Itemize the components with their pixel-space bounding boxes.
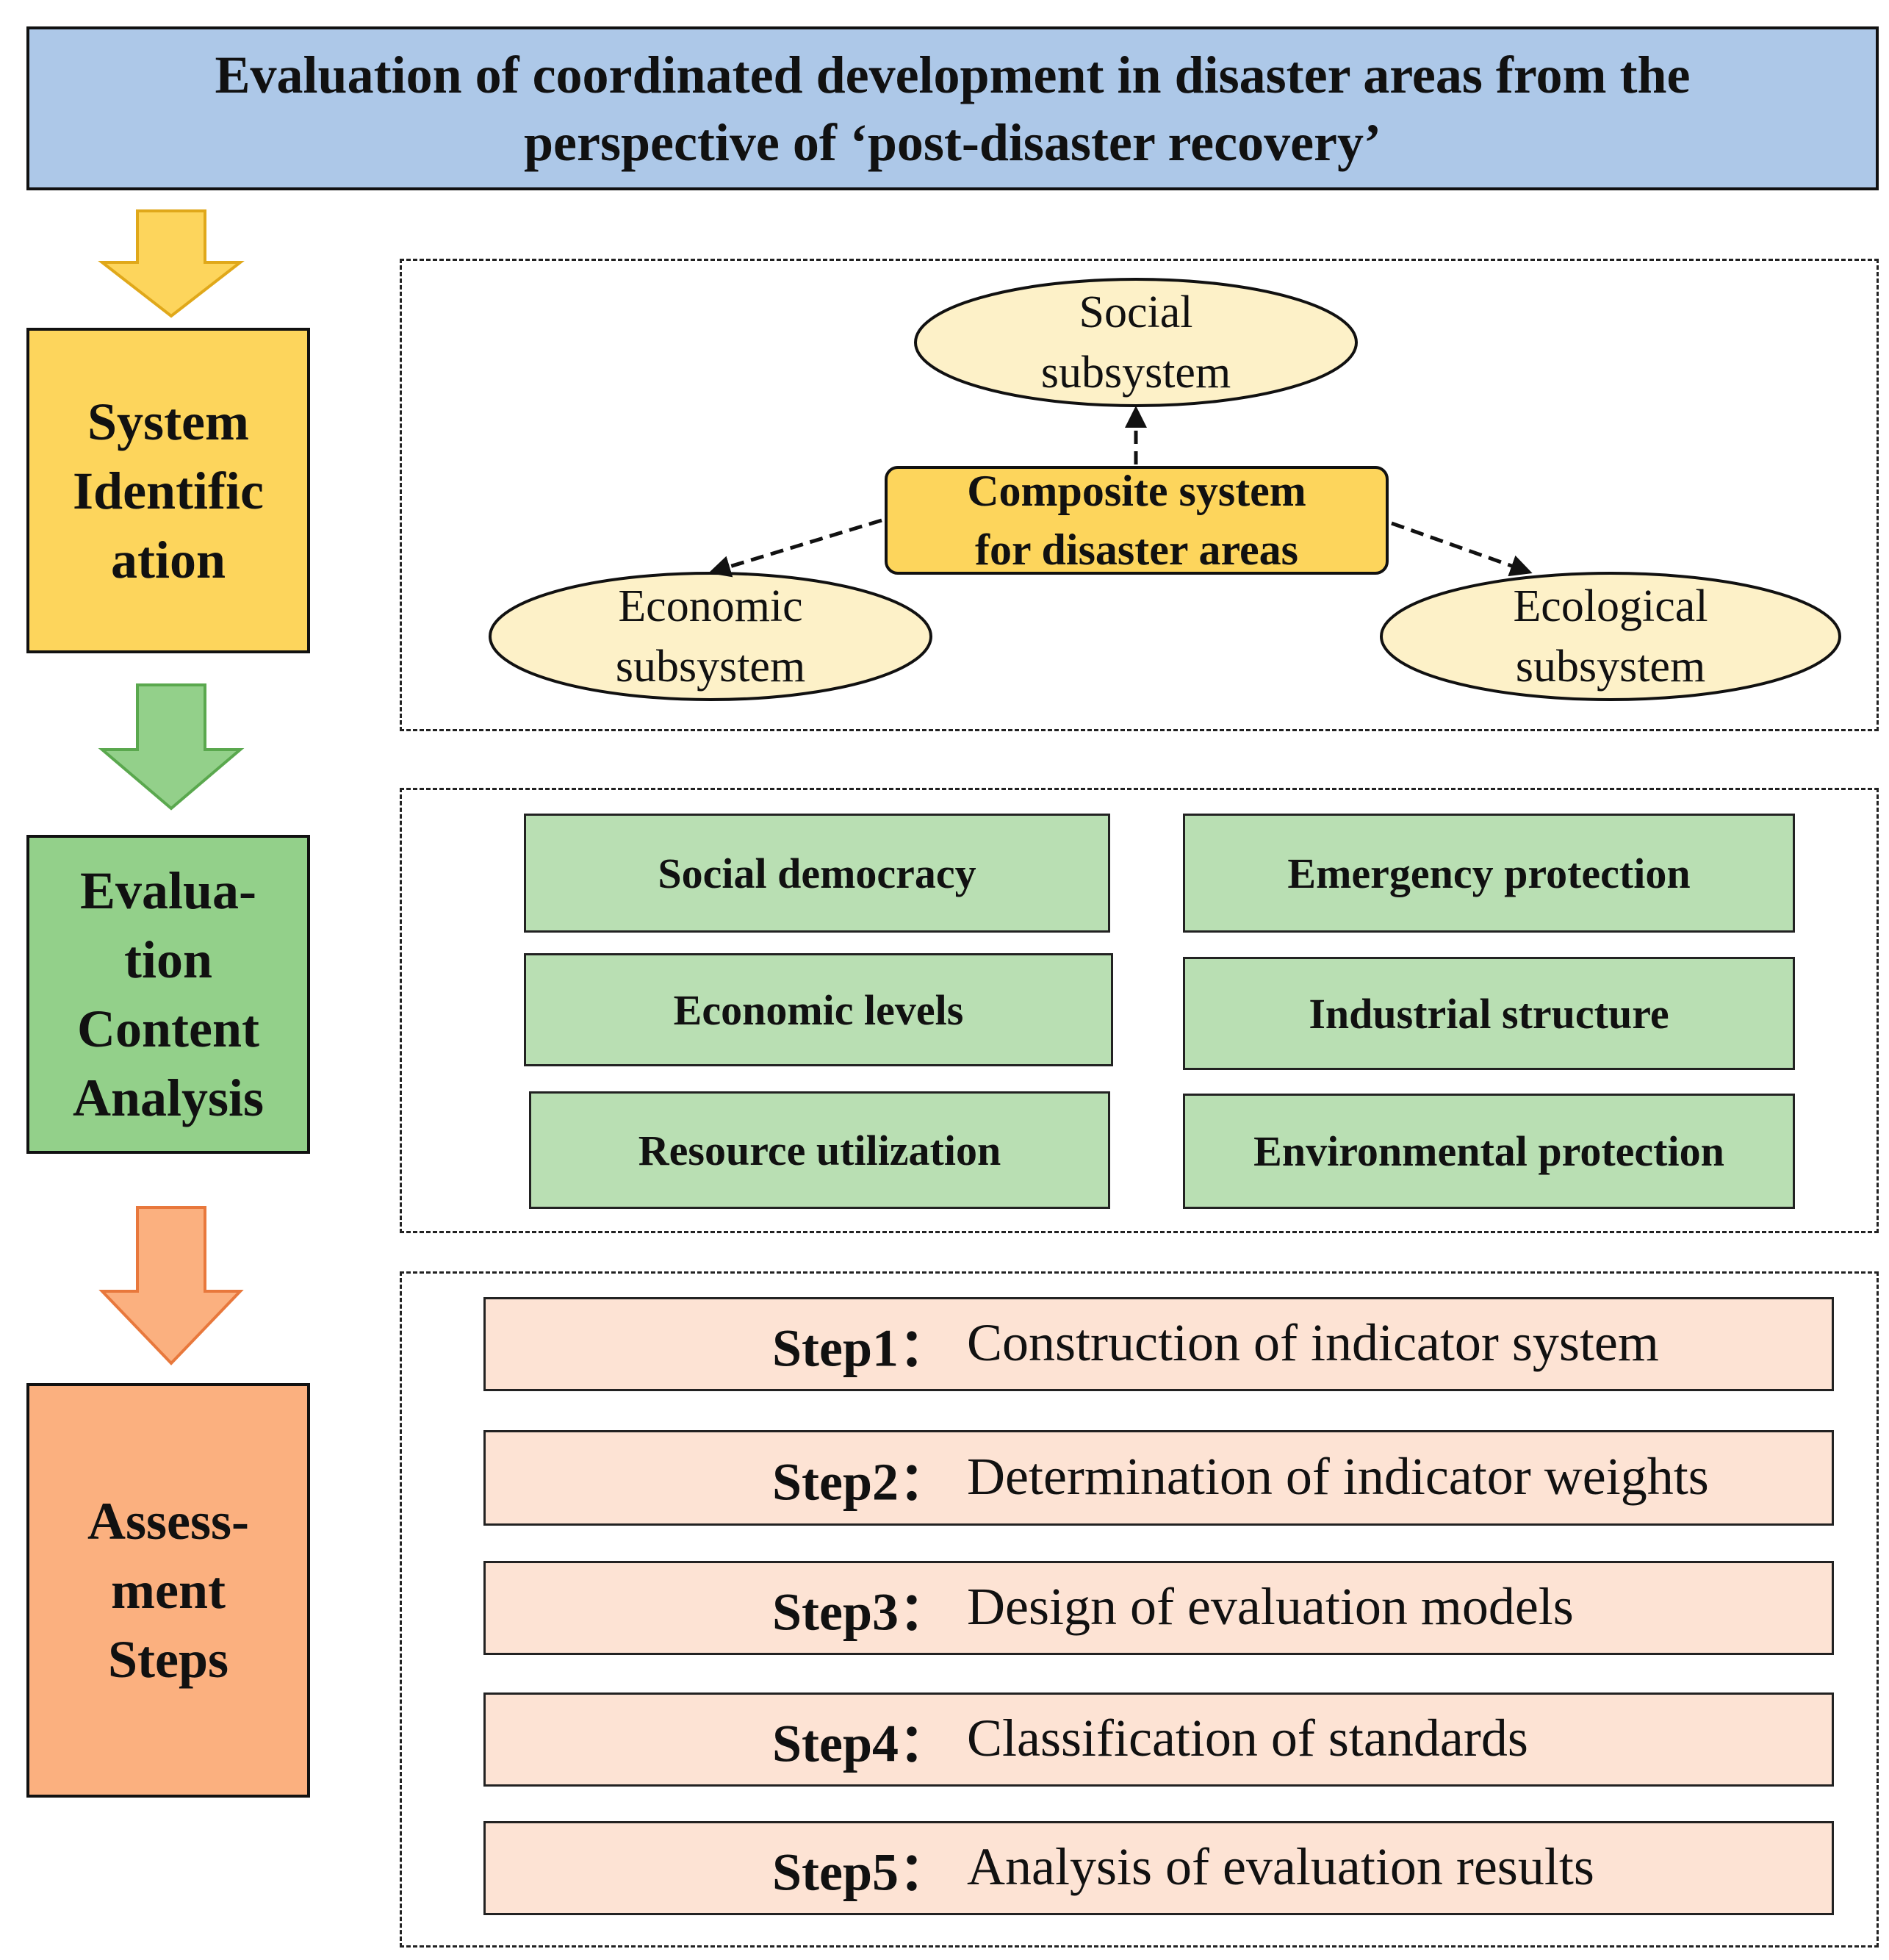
title-line-2: perspective of ‘post-disaster recovery’ bbox=[524, 112, 1381, 172]
diagram-title: Evaluation of coordinated development in… bbox=[26, 26, 1879, 190]
step-1-text: Construction of indicator system bbox=[967, 1313, 1659, 1372]
step-4-text: Classification of standards bbox=[967, 1708, 1528, 1767]
content-item-environmental-protection: Environmental protection bbox=[1183, 1094, 1795, 1209]
content-item-industrial-structure: Industrial structure bbox=[1183, 957, 1795, 1070]
social-line-2: subsystem bbox=[1040, 348, 1231, 398]
core-line-1: Composite system bbox=[967, 467, 1306, 515]
step-2-label: Step2： bbox=[772, 1452, 952, 1512]
stage-3-line-2: ment bbox=[111, 1561, 226, 1620]
economic-line-1: Economic bbox=[618, 581, 803, 631]
step-row-3: Step3： Design of evaluation models bbox=[483, 1561, 1834, 1655]
social-subsystem-label: Social subsystem bbox=[915, 282, 1356, 403]
step-4-label: Step4： bbox=[772, 1714, 952, 1773]
content-item-resource-utilization: Resource utilization bbox=[529, 1091, 1110, 1209]
stage-1-line-3: ation bbox=[110, 530, 226, 589]
stage-evaluation-content-analysis: Evalua- tion Content Analysis bbox=[26, 835, 310, 1154]
connector-to-economic bbox=[708, 518, 882, 578]
stage-system-identification: System Identific ation bbox=[26, 328, 310, 653]
step-5-label: Step5： bbox=[772, 1842, 952, 1902]
down-arrow-3 bbox=[98, 1206, 244, 1365]
step-3-text: Design of evaluation models bbox=[967, 1576, 1574, 1636]
content-item-economic-levels: Economic levels bbox=[524, 953, 1113, 1066]
stage-2-line-1: Evalua- bbox=[79, 861, 257, 920]
core-line-2: for disaster areas bbox=[975, 525, 1298, 574]
step-2-text: Determination of indicator weights bbox=[967, 1446, 1709, 1506]
ecological-line-1: Ecological bbox=[1513, 581, 1708, 631]
title-line-1: Evaluation of coordinated development in… bbox=[215, 45, 1691, 104]
stage-3-line-3: Steps bbox=[107, 1630, 229, 1689]
step-row-4: Step4： Classification of standards bbox=[483, 1692, 1834, 1787]
economic-subsystem-label: Economic subsystem bbox=[490, 576, 931, 697]
content-item-emergency-protection: Emergency protection bbox=[1183, 814, 1795, 933]
composite-system-box: Composite system for disaster areas bbox=[885, 466, 1389, 575]
step-row-2: Step2： Determination of indicator weight… bbox=[483, 1430, 1834, 1526]
ellipse-ecological bbox=[1380, 572, 1841, 701]
stage-2-line-4: Analysis bbox=[72, 1069, 265, 1127]
step-5-text: Analysis of evaluation results bbox=[967, 1837, 1594, 1896]
step-1-label: Step1： bbox=[772, 1318, 952, 1378]
down-arrow-2 bbox=[98, 683, 245, 811]
steps-panel bbox=[400, 1271, 1879, 1948]
ecological-line-2: subsystem bbox=[1515, 642, 1706, 692]
step-row-1: Step1： Construction of indicator system bbox=[483, 1297, 1834, 1391]
social-line-1: Social bbox=[1079, 287, 1193, 337]
stage-2-line-3: Content bbox=[77, 999, 259, 1058]
economic-line-2: subsystem bbox=[615, 642, 806, 692]
stage-1-line-2: Identific bbox=[73, 461, 264, 520]
system-panel bbox=[400, 259, 1879, 731]
step-3-label: Step3： bbox=[772, 1582, 952, 1642]
stage-1-line-1: System bbox=[87, 392, 249, 451]
content-panel bbox=[400, 788, 1879, 1233]
step-row-5: Step5： Analysis of evaluation results bbox=[483, 1821, 1834, 1915]
down-arrow-1 bbox=[98, 209, 245, 318]
stage-assessment-steps: Assess- ment Steps bbox=[26, 1383, 310, 1798]
stage-2-line-2: tion bbox=[123, 930, 213, 989]
stage-3-line-1: Assess- bbox=[87, 1492, 249, 1551]
ecological-subsystem-label: Ecological subsystem bbox=[1381, 576, 1840, 697]
connector-to-ecological bbox=[1391, 521, 1533, 577]
content-item-social-democracy: Social democracy bbox=[524, 814, 1110, 933]
